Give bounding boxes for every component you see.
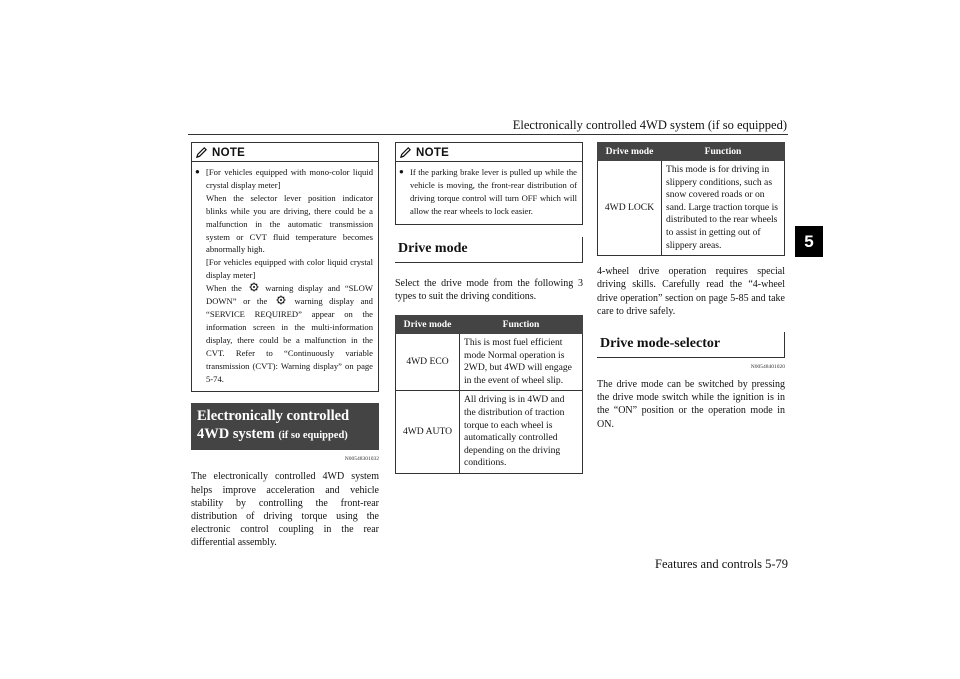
column-left: NOTE ● [For vehicles equipped with mono-…	[191, 142, 379, 550]
note-line: [For vehicles equipped with mono-color l…	[206, 167, 373, 190]
table-header-row: Drive mode Function	[395, 315, 583, 335]
function-cell: This mode is for driving in slippery con…	[661, 159, 785, 257]
note-header: NOTE	[396, 143, 582, 162]
mode-cell: 4WD AUTO	[395, 390, 460, 474]
note-title: NOTE	[212, 146, 246, 159]
body-paragraph: 4-wheel drive operation requires special…	[597, 266, 785, 317]
section-heading: Drive mode-selector	[597, 331, 785, 358]
note-line: If the parking brake lever is pulled up …	[410, 167, 577, 216]
note-text: When the	[206, 283, 242, 294]
note-pencil-icon	[399, 147, 411, 159]
bullet-icon: ●	[399, 167, 404, 176]
note-line: When the warning display and “SLOW DOWN”…	[206, 282, 373, 385]
function-cell: This is most fuel efficient mode Normal …	[459, 333, 583, 392]
header-title: Electronically controlled 4WD system (if…	[512, 118, 787, 132]
reference-code: N00548401020	[750, 363, 785, 370]
note-pencil-icon	[195, 147, 207, 159]
note-line: [For vehicles equipped with color liquid…	[206, 257, 373, 281]
column-right: Drive mode Function 4WD LOCK This mode i…	[597, 142, 785, 431]
reference-code: N00548301032	[344, 456, 379, 463]
note-box: NOTE ● [For vehicles equipped with mono-…	[191, 142, 379, 393]
header-divider	[188, 134, 788, 135]
section-heading: Drive mode	[395, 236, 583, 263]
note-header: NOTE	[192, 143, 378, 162]
gear-warning-icon	[249, 282, 258, 292]
note-box: NOTE ● If the parking brake lever is pul…	[395, 142, 583, 225]
section-heading: Electronically controlled 4WD system (if…	[191, 403, 379, 451]
body-paragraph: The drive mode can be switched by pressi…	[597, 378, 785, 430]
note-text: warning display and “SLOW DOWN” or the	[206, 283, 373, 307]
drive-mode-table-continued: Drive mode Function 4WD LOCK This mode i…	[597, 142, 785, 257]
section-subtitle: (if so equipped)	[278, 430, 348, 442]
note-body: ● [For vehicles equipped with mono-color…	[192, 162, 378, 391]
chapter-tab: 5	[795, 226, 823, 257]
bullet-icon: ●	[195, 167, 200, 176]
table-header-row: Drive mode Function	[597, 142, 785, 161]
column-middle: NOTE ● If the parking brake lever is pul…	[395, 142, 583, 474]
column-header: Function	[661, 142, 785, 161]
note-body: ● If the parking brake lever is pulled u…	[396, 162, 582, 224]
page-footer: Features and controls 5-79	[655, 557, 788, 571]
note-line: When the selector lever position indicat…	[206, 192, 373, 255]
mode-cell: 4WD LOCK	[597, 159, 662, 257]
function-cell: All driving is in 4WD and the distributi…	[459, 390, 583, 474]
column-header: Drive mode	[597, 142, 662, 161]
gear-warning-icon	[276, 295, 286, 305]
drive-mode-table: Drive mode Function 4WD ECO This is most…	[395, 315, 583, 474]
table-row: 4WD AUTO All driving is in 4WD and the d…	[395, 390, 583, 474]
table-row: 4WD LOCK This mode is for driving in sli…	[597, 159, 785, 257]
note-title: NOTE	[416, 146, 450, 159]
note-text: warning display and “SERVICE REQUIRED” a…	[206, 296, 373, 384]
column-header: Function	[459, 315, 583, 335]
table-row: 4WD ECO This is most fuel efficient mode…	[395, 333, 583, 392]
section-title: Electronically controlled 4WD system	[197, 408, 350, 443]
body-paragraph: The electronically controlled 4WD system…	[191, 471, 379, 549]
body-paragraph: Select the drive mode from the following…	[395, 277, 583, 302]
mode-cell: 4WD ECO	[395, 333, 460, 392]
column-header: Drive mode	[395, 315, 460, 335]
